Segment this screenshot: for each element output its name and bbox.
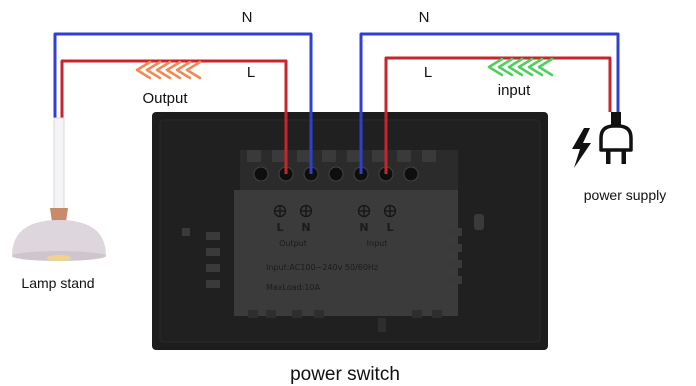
output-live-wire: [60, 59, 288, 174]
input-live-wire: [384, 56, 612, 174]
plate-input-label: Input: [367, 239, 388, 248]
label-plate: L N N L Output Input Input:AC100~240v 50…: [182, 190, 484, 332]
output-wires: [53, 32, 313, 174]
live-label-right: L: [424, 64, 432, 81]
power-switch-caption: power switch: [290, 364, 400, 385]
live-label-left: L: [247, 64, 255, 81]
output-neutral-wire: [53, 32, 313, 174]
neutral-label-left: N: [242, 9, 253, 26]
terminal-block: [240, 150, 458, 190]
plate-terminal-n-output: N: [301, 221, 310, 234]
lightning-icon: [572, 128, 591, 168]
lamp-stand-label: Lamp stand: [21, 275, 94, 291]
plate-spec-input: Input:AC100~240v 50/60Hz: [266, 263, 378, 272]
terminal-screw: [403, 166, 419, 182]
plate-terminal-l-input: L: [386, 221, 393, 234]
input-arrows: [487, 57, 554, 77]
input-label: input: [498, 82, 531, 99]
plate-output-label: Output: [279, 239, 307, 248]
plate-terminal-l-output: L: [276, 221, 283, 234]
input-neutral-wire: [359, 32, 620, 174]
output-arrows: [135, 60, 202, 80]
terminal-screw: [253, 166, 269, 182]
plate-spec-maxload: MaxLoad:10A: [266, 283, 321, 292]
neutral-label-right: N: [419, 9, 430, 26]
terminal-screw: [328, 166, 344, 182]
input-wires: [359, 32, 620, 174]
power-supply-label: power supply: [584, 187, 667, 203]
plug-icon: [599, 112, 633, 164]
plate-terminal-n-input: N: [359, 221, 368, 234]
lamp-icon: [12, 117, 106, 261]
output-label: Output: [142, 90, 188, 107]
